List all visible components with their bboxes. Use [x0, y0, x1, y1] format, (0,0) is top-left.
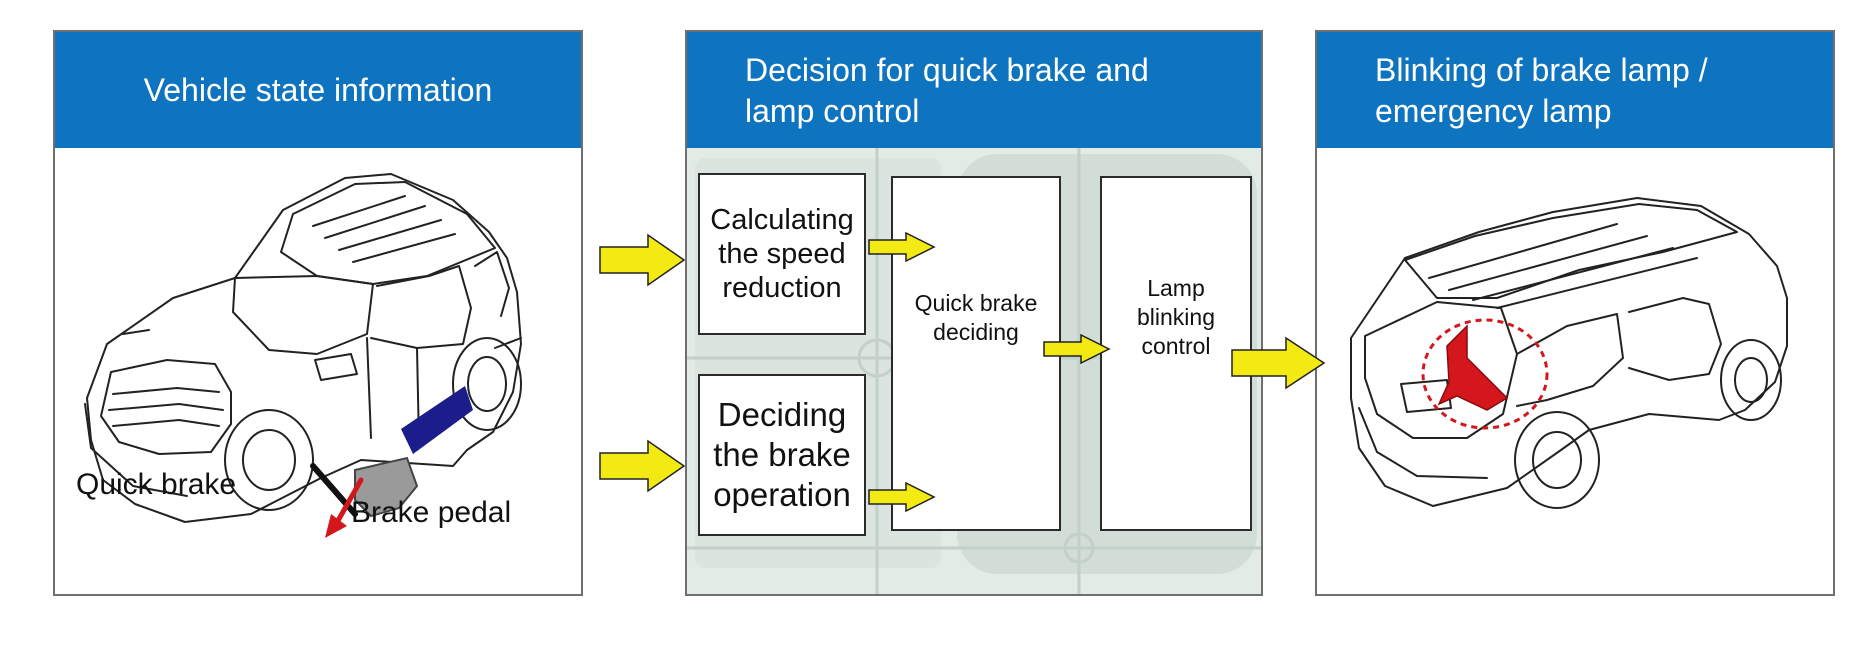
calculating-line-3: reduction [722, 272, 842, 304]
calculating-speed-reduction-box: Calculating the speed reduction [698, 173, 866, 335]
car-front-illustration [84, 173, 522, 538]
lamp-line-3: control [1141, 333, 1211, 359]
panel-title-blinking: Blinking of brake lamp / emergency lamp [1317, 32, 1833, 148]
decision-title-line-2: lamp control [745, 93, 920, 129]
arrow-deciding-to-quick [868, 482, 936, 512]
car-rear-illustration [1350, 197, 1788, 509]
blinking-body [1317, 148, 1833, 594]
deciding-line-3: operation [713, 476, 851, 513]
panel-blinking: Blinking of brake lamp / emergency lamp [1315, 30, 1835, 596]
quick-brake-label: Quick brake [76, 468, 237, 501]
arrow-vehicle-to-calculating [599, 233, 686, 287]
panel-title-decision: Decision for quick brake and lamp contro… [687, 32, 1261, 148]
lamp-line-1: Lamp [1147, 275, 1205, 301]
quick-brake-deciding-box: Quick brake deciding [891, 176, 1061, 531]
lamp-blinking-control-box: Lamp blinking control [1100, 176, 1252, 531]
deciding-line-1: Deciding [717, 396, 847, 433]
calculating-line-2: the speed [718, 238, 846, 270]
blinking-title-line-1: Blinking of brake lamp / [1375, 52, 1708, 88]
vehicle-state-body: Quick brake Brake pedal [55, 148, 581, 594]
arrow-calc-to-quick [868, 232, 936, 262]
quick-brake-line-1: Quick brake [914, 289, 1038, 316]
quick-brake-line-2: deciding [933, 318, 1019, 345]
deciding-line-2: the brake [713, 436, 851, 473]
panel-vehicle-state: Vehicle state information [53, 30, 583, 596]
panel-title-vehicle-state: Vehicle state information [55, 32, 581, 148]
arrow-lamp-to-blinking [1231, 336, 1326, 390]
deciding-brake-operation-box: Deciding the brake operation [698, 374, 866, 536]
blinking-title-line-2: emergency lamp [1375, 93, 1612, 129]
brake-pedal-illustration [310, 386, 473, 538]
panel-decision: Decision for quick brake and lamp contro… [685, 30, 1263, 596]
arrow-vehicle-to-deciding [599, 439, 686, 493]
brake-lamp-highlight [1437, 324, 1509, 411]
arrow-quick-to-lamp [1043, 334, 1111, 364]
calculating-line-1: Calculating [710, 204, 854, 236]
brake-lamp-circle [1421, 318, 1549, 430]
brake-pedal-label: Brake pedal [351, 496, 512, 529]
decision-body: Calculating the speed reduction Deciding… [687, 148, 1261, 594]
decision-title-line-1: Decision for quick brake and [745, 52, 1149, 88]
vehicle-state-title: Vehicle state information [143, 71, 493, 108]
lamp-line-2: blinking [1137, 304, 1215, 330]
